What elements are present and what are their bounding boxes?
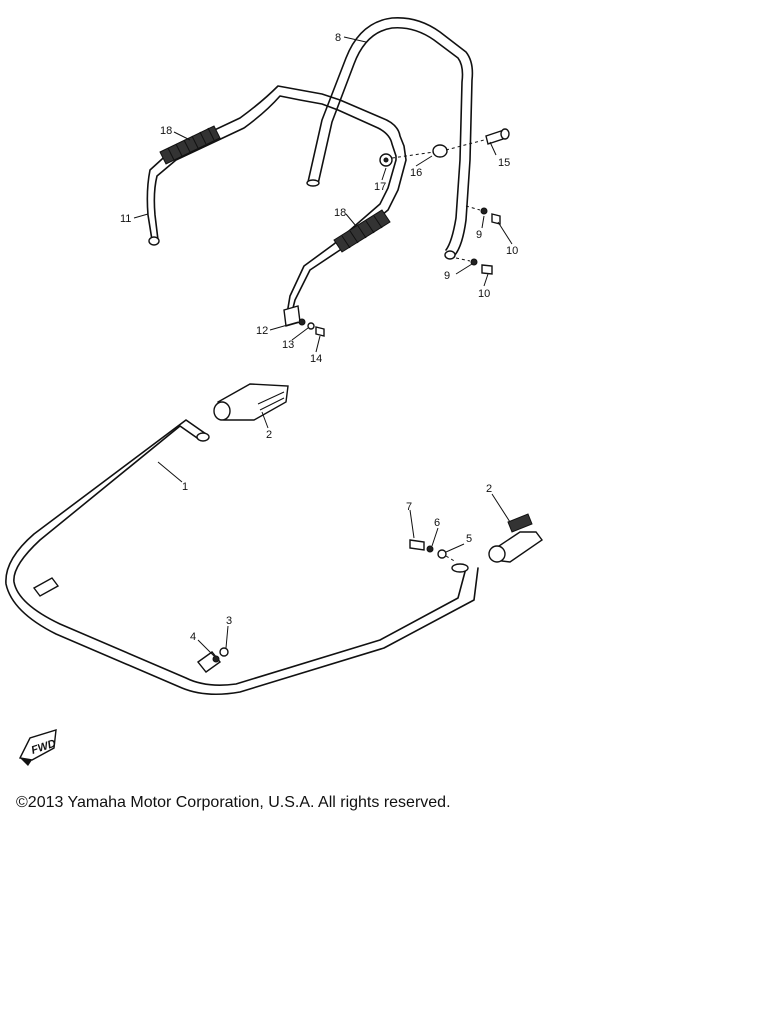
callout-1: 1 xyxy=(182,481,188,493)
callout-7: 7 xyxy=(406,501,412,513)
washer-13 xyxy=(307,322,315,330)
upper-bar-assembly xyxy=(146,16,510,337)
callout-4: 4 xyxy=(190,631,196,643)
leader-lines xyxy=(133,36,513,657)
nut-10b xyxy=(481,264,493,275)
callout-18-left: 18 xyxy=(160,125,172,137)
callout-17: 17 xyxy=(374,181,386,193)
callout-6: 6 xyxy=(434,517,440,529)
callout-2-right: 2 xyxy=(486,483,492,495)
hoop-bar xyxy=(307,16,474,259)
washer-9b xyxy=(470,258,478,266)
callout-11: 11 xyxy=(120,213,131,225)
callout-8: 8 xyxy=(335,32,341,44)
callout-3: 3 xyxy=(226,615,232,627)
washer-3 xyxy=(219,647,229,657)
callout-9-upper: 9 xyxy=(476,229,482,241)
nut-4 xyxy=(212,655,220,663)
bar-end-bracket xyxy=(283,305,301,327)
copyright-notice: ©2013 Yamaha Motor Corporation, U.S.A. A… xyxy=(16,794,451,811)
callout-labels: 8 18 11 18 15 16 17 9 10 9 10 12 13 14 2… xyxy=(120,32,518,643)
bumper-bracket-left xyxy=(32,577,60,597)
callout-16: 16 xyxy=(410,167,422,179)
end-cap-upper xyxy=(213,383,289,421)
end-cap-right xyxy=(488,513,543,563)
washer-6 xyxy=(426,545,434,553)
washer-12 xyxy=(298,318,306,326)
callout-2-upper: 2 xyxy=(266,429,272,441)
grip-upper-right xyxy=(333,209,391,253)
grip-upper-left xyxy=(159,125,221,165)
callout-14: 14 xyxy=(310,353,322,365)
callout-10-upper: 10 xyxy=(506,245,518,257)
bumper-bar xyxy=(13,425,467,686)
callout-12: 12 xyxy=(256,325,268,337)
callout-9-lower: 9 xyxy=(444,270,450,282)
nut-10a xyxy=(491,213,501,225)
bar-end-left xyxy=(148,236,160,246)
callout-18-right: 18 xyxy=(334,207,346,219)
washer-5 xyxy=(437,549,447,559)
bolt-7 xyxy=(409,539,425,551)
upper-handle-bar xyxy=(146,85,407,321)
collar-16 xyxy=(432,144,448,158)
lower-bumper-assembly xyxy=(5,383,543,696)
callout-5: 5 xyxy=(466,533,472,545)
callout-15: 15 xyxy=(498,157,510,169)
callout-13: 13 xyxy=(282,339,294,351)
fwd-arrow-icon: FWD xyxy=(18,729,57,766)
callout-10-lower: 10 xyxy=(478,288,490,300)
washer-9a xyxy=(480,207,488,215)
nut-14 xyxy=(315,326,325,337)
